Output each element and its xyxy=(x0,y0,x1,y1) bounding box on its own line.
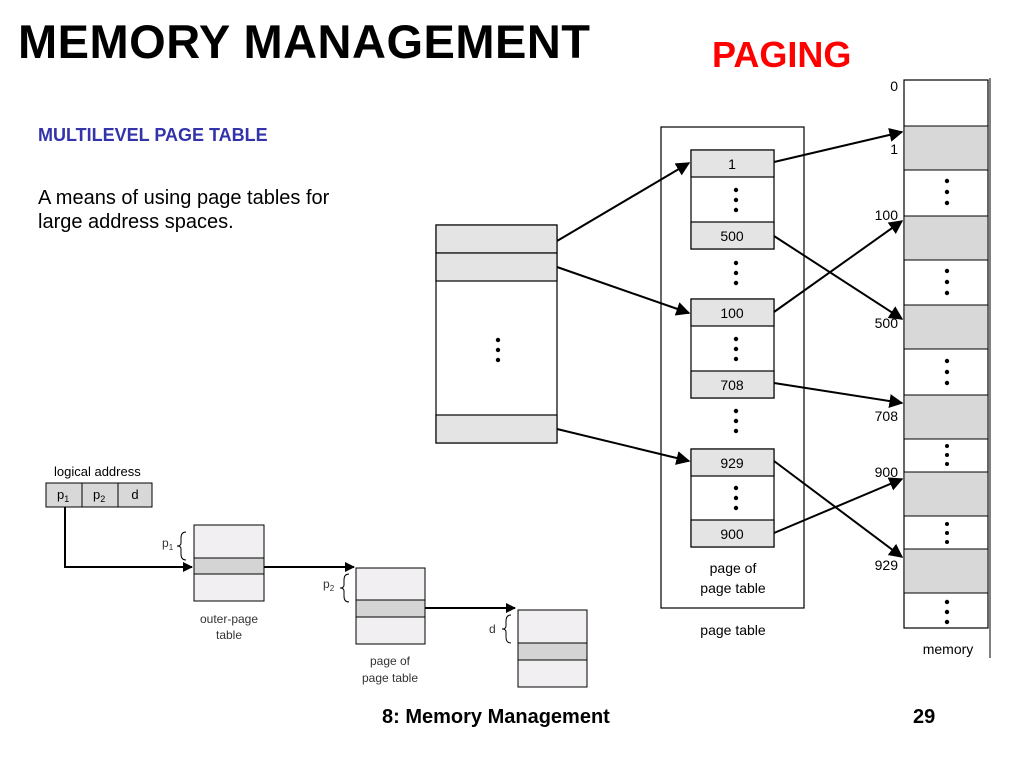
logical-address-label: logical address xyxy=(54,464,141,479)
brace xyxy=(176,531,187,561)
brace-label-p2: p2 xyxy=(323,577,335,593)
arrow xyxy=(556,266,691,316)
entry-label: 929 xyxy=(720,455,744,471)
inner-entry xyxy=(690,298,775,327)
page-of-page-table-small: page of page table xyxy=(355,567,426,685)
arrow xyxy=(773,128,904,163)
memory-caption: memory xyxy=(923,641,974,657)
inner-caption-line1: page of xyxy=(710,560,757,576)
arrow xyxy=(773,382,904,408)
inner-entry xyxy=(690,448,775,477)
ellipsis-dots xyxy=(733,260,739,286)
memory-address: 1 xyxy=(890,141,898,157)
ellipsis-dots xyxy=(944,358,950,386)
arrow xyxy=(556,428,691,465)
memory-address: 500 xyxy=(875,315,899,331)
ellipsis-dots xyxy=(733,336,739,362)
entry-label: 500 xyxy=(720,228,744,244)
footer-title: 8: Memory Management xyxy=(382,706,610,728)
svg-text:d: d xyxy=(131,487,138,502)
svg-text:p1: p1 xyxy=(57,487,69,504)
entry-label: 900 xyxy=(720,526,744,542)
page-table-caption: page table xyxy=(700,622,766,638)
small-inner-caption-line1: page of xyxy=(370,654,411,668)
inner-entry xyxy=(690,149,775,178)
inner-entry xyxy=(690,370,775,399)
mapping-arrows xyxy=(556,128,904,558)
memory-frame xyxy=(903,548,989,594)
outer-caption-line2: table xyxy=(216,628,242,642)
memory-address: 0 xyxy=(890,78,898,94)
address-field-p1: p1 xyxy=(45,482,83,508)
svg-text:p2: p2 xyxy=(93,487,105,504)
brace-label-p1: p1 xyxy=(162,536,174,552)
entry-label: 708 xyxy=(720,377,744,393)
ellipsis-dots xyxy=(733,485,739,511)
address-field-p2: p2 xyxy=(81,482,119,508)
ellipsis-dots xyxy=(944,599,950,625)
arrow xyxy=(773,460,904,558)
outer-entry xyxy=(435,414,558,444)
inner-entry xyxy=(690,519,775,548)
slide-number: 29 xyxy=(913,706,936,728)
arrow xyxy=(556,162,691,242)
ellipsis-dots xyxy=(733,408,739,434)
memory-page-small xyxy=(517,609,588,688)
body-text: A means of using page tables for large a… xyxy=(38,187,330,233)
logical-address-diagram: logical address p1 p2 d outer-page table… xyxy=(45,464,588,688)
outer-entry xyxy=(435,224,558,254)
brace xyxy=(501,614,512,644)
memory-frame xyxy=(903,394,989,440)
slide-subtitle: PAGING xyxy=(712,34,852,75)
small-inner-caption-line2: page table xyxy=(362,671,418,685)
outer-caption-line1: outer-page xyxy=(200,612,258,626)
memory-frame xyxy=(903,125,989,171)
ellipsis-dots xyxy=(945,444,949,466)
arrow xyxy=(64,507,193,572)
inner-caption-line2: page table xyxy=(700,580,766,596)
memory-address: 900 xyxy=(875,464,899,480)
ellipsis-dots xyxy=(944,178,950,206)
memory-address: 708 xyxy=(875,408,899,424)
memory-address: 100 xyxy=(875,207,899,223)
arrow xyxy=(773,220,904,313)
memory-frame xyxy=(903,304,989,350)
ellipsis-dots xyxy=(733,187,739,213)
address-field-d: d xyxy=(117,482,153,508)
brace xyxy=(339,573,350,603)
memory-frame xyxy=(903,215,989,261)
page-table-group: page table 1 500 100 708 929 900 page of… xyxy=(660,126,805,638)
inner-entry xyxy=(690,221,775,250)
outer-page-table-small: outer-page table xyxy=(193,524,265,642)
ellipsis-dots xyxy=(495,337,501,363)
ellipsis-dots xyxy=(944,268,950,296)
memory-column: 0 1 100 500 708 900 929 memory xyxy=(875,78,991,658)
ellipsis-dots xyxy=(945,522,949,544)
memory-frame xyxy=(903,471,989,517)
arrow xyxy=(773,477,904,534)
brace-label-d: d xyxy=(489,622,496,636)
section-heading: MULTILEVEL PAGE TABLE xyxy=(38,125,268,145)
slide-title: MEMORY MANAGEMENT xyxy=(18,15,591,68)
outer-entry xyxy=(435,252,558,282)
entry-label: 100 xyxy=(720,305,744,321)
outer-page-table xyxy=(435,224,558,444)
arrow xyxy=(773,235,904,320)
memory-address: 929 xyxy=(875,557,899,573)
entry-label: 1 xyxy=(728,156,736,172)
